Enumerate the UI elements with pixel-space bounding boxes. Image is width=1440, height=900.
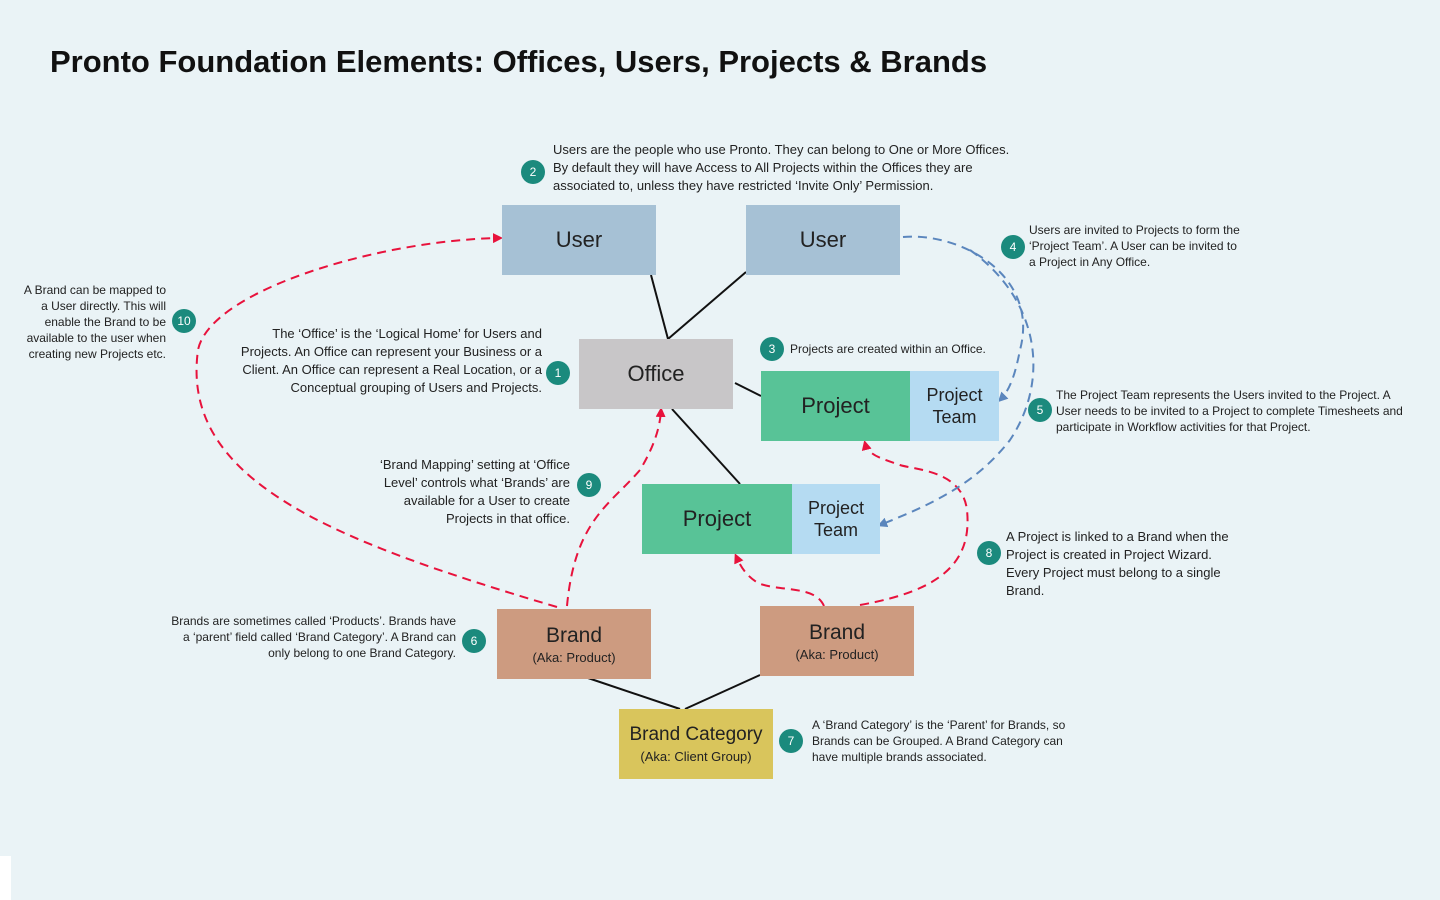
brand-category-box: Brand Category (Aka: Client Group) <box>619 709 773 779</box>
project-team-box-mid: Project Team <box>792 484 880 554</box>
line-brand-left-category <box>587 677 681 710</box>
user-label: User <box>799 227 847 252</box>
brand-category-sublabel: (Aka: Client Group) <box>640 749 752 764</box>
user-box-left: User <box>502 205 656 275</box>
arrow-brand-to-office <box>566 407 666 607</box>
badge-4: 4 <box>1001 235 1025 259</box>
badge-8: 8 <box>977 541 1001 565</box>
note-project-team: Users are invited to Projects to form th… <box>1029 223 1240 269</box>
brand-category-label: Brand Category <box>629 724 763 745</box>
corner-mark <box>0 856 11 900</box>
badge-2: 2 <box>521 160 545 184</box>
office-box: Office <box>579 339 733 409</box>
project-box-top: Project <box>761 371 910 441</box>
note-brand-mapping: ‘Brand Mapping’ setting at ‘Office Level… <box>379 457 570 526</box>
line-brand-right-category <box>684 674 761 710</box>
brand-sublabel: (Aka: Product) <box>795 646 879 662</box>
note-office: The ‘Office’ is the ‘Logical Home’ for U… <box>240 326 542 395</box>
brand-label: Brand <box>808 620 866 644</box>
brand-label: Brand <box>545 623 603 647</box>
arrow-brand-to-project-mid <box>734 553 825 607</box>
project-team-label: Project Team <box>926 385 983 427</box>
brand-sublabel: (Aka: Product) <box>532 649 616 665</box>
arrow-brand-to-user <box>195 233 558 608</box>
line-user-right-office <box>667 271 747 340</box>
brand-box-left: Brand (Aka: Product) <box>497 609 651 679</box>
project-team-box-top: Project Team <box>910 371 999 441</box>
project-label: Project <box>801 393 870 418</box>
badge-1: 1 <box>546 361 570 385</box>
badge-6: 6 <box>462 629 486 653</box>
project-label: Project <box>682 506 752 531</box>
badge-9: 9 <box>577 473 601 497</box>
note-project-team-detail: The Project Team represents the Users in… <box>1056 388 1403 434</box>
office-label: Office <box>627 361 685 386</box>
note-projects: Projects are created within an Office. <box>790 342 986 356</box>
badge-10: 10 <box>172 309 196 333</box>
note-brand-user-mapping: A Brand can be mapped to a User directly… <box>23 283 166 361</box>
note-project-brand-link: A Project is linked to a Brand when the … <box>1006 529 1229 598</box>
badge-7: 7 <box>779 729 803 753</box>
note-users: Users are the people who use Pronto. The… <box>553 142 1010 193</box>
page-title: Pronto Foundation Elements: Offices, Use… <box>50 44 988 79</box>
user-box-right: User <box>746 205 900 275</box>
note-brands: Brands are sometimes called ‘Products’. … <box>171 614 456 660</box>
brand-box-right: Brand (Aka: Product) <box>760 606 914 676</box>
project-team-label: Project Team <box>807 498 865 540</box>
line-office-project-top <box>734 382 762 397</box>
project-box-mid: Project <box>642 484 792 554</box>
badge-5: 5 <box>1028 398 1052 422</box>
note-brand-category: A ‘Brand Category’ is the ‘Parent’ for B… <box>812 718 1066 764</box>
line-office-project-mid <box>671 408 741 485</box>
badge-3: 3 <box>760 337 784 361</box>
arrow-user-to-team-mid <box>877 249 1035 528</box>
user-label: User <box>555 227 603 252</box>
line-user-left-office <box>650 274 669 340</box>
